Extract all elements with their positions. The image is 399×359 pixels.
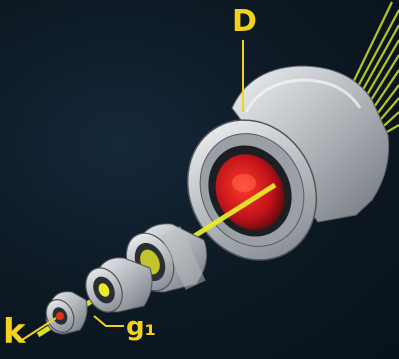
anode-label: D	[232, 7, 257, 37]
cathode-label: k	[3, 315, 26, 349]
leader-grid	[94, 316, 124, 326]
grid-label: g₁	[126, 314, 156, 340]
grid-electrode	[79, 258, 152, 318]
